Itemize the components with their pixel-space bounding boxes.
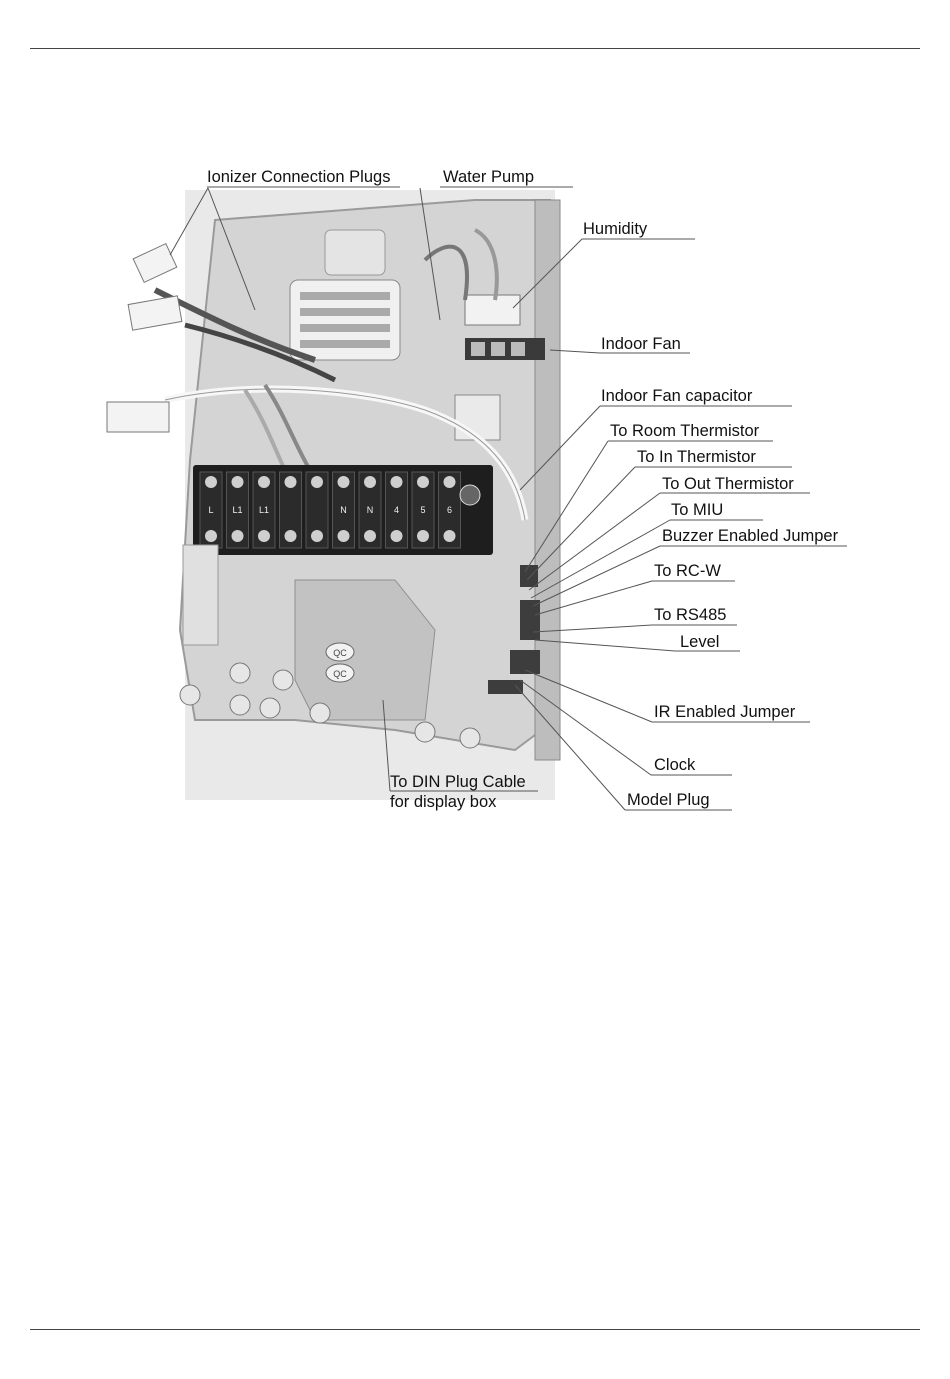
terminal-label: N: [367, 505, 374, 515]
label-ir-enabled-jumper: IR Enabled Jumper: [654, 703, 795, 722]
terminal-screw-bottom: [285, 530, 297, 542]
terminal-screw-bottom: [417, 530, 429, 542]
terminal-label: L1: [232, 505, 242, 515]
label-indoor-fan: Indoor Fan: [601, 335, 681, 354]
terminal-block: L L1 L1 N N 4 5 6: [193, 465, 493, 555]
label-indoor-fan-capacitor: Indoor Fan capacitor: [601, 387, 752, 406]
label-water-pump: Water Pump: [443, 168, 534, 187]
footer-rule: [30, 1329, 920, 1330]
label-for-display-box: for display box: [390, 793, 496, 812]
terminal-screw-top: [338, 476, 350, 488]
label-buzzer-enabled-jumper: Buzzer Enabled Jumper: [662, 527, 838, 546]
label-to-miu: To MIU: [671, 501, 723, 520]
rating-sticker: [183, 545, 218, 645]
label-clock: Clock: [654, 756, 695, 775]
label-ionizer-connection-plugs: Ionizer Connection Plugs: [207, 168, 390, 187]
label-to-din-plug-cable: To DIN Plug Cable: [390, 773, 526, 792]
terminal-screw-bottom: [311, 530, 323, 542]
terminal-screw-bottom: [258, 530, 270, 542]
qc-badge-2-text: QC: [333, 669, 347, 679]
terminal-label: L1: [259, 505, 269, 515]
terminal-screw-bottom: [444, 530, 456, 542]
terminal-screw-top: [285, 476, 297, 488]
qc-badge-1-text: QC: [333, 648, 347, 658]
terminal-screw-bottom: [338, 530, 350, 542]
terminal-screw-bottom: [364, 530, 376, 542]
water-pump-connector: [465, 295, 520, 325]
label-humidity: Humidity: [583, 220, 647, 239]
label-to-rc-w: To RC-W: [654, 562, 721, 581]
terminal-label: 4: [394, 505, 399, 515]
terminal-label: 5: [420, 505, 425, 515]
terminal-screw-bottom: [205, 530, 217, 542]
label-model-plug: Model Plug: [627, 791, 710, 810]
terminal-screw-top: [364, 476, 376, 488]
terminal-screw-bottom: [391, 530, 403, 542]
label-level: Level: [680, 633, 719, 652]
terminal-screw-top: [444, 476, 456, 488]
indoor-fan-connector: [465, 338, 545, 360]
terminal-label: 6: [447, 505, 452, 515]
header-rule: [30, 48, 920, 49]
terminal-screw-top: [258, 476, 270, 488]
white-cable-plug: [107, 402, 169, 432]
terminal-screw-top: [205, 476, 217, 488]
label-to-rs485: To RS485: [654, 606, 726, 625]
terminal-label: N: [340, 505, 347, 515]
label-to-in-thermistor: To In Thermistor: [637, 448, 756, 467]
terminal-screw-bottom: [232, 530, 244, 542]
terminal-label: L: [208, 505, 213, 515]
terminal-screw-top: [232, 476, 244, 488]
terminal-screw-top: [417, 476, 429, 488]
fan-capacitor: [455, 395, 500, 440]
terminal-screw-top: [311, 476, 323, 488]
terminal-screw-top: [391, 476, 403, 488]
label-to-out-thermistor: To Out Thermistor: [662, 475, 794, 494]
label-to-room-thermistor: To Room Thermistor: [610, 422, 759, 441]
